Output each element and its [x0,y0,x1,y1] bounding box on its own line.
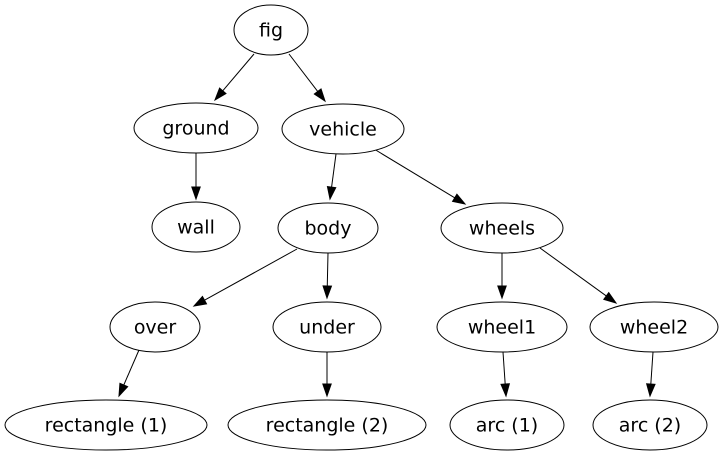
node-shape[interactable] [133,102,259,154]
node-shape[interactable] [4,399,208,451]
arrowhead-icon [322,383,332,398]
arrowhead-icon [118,382,129,398]
edge-line [288,53,319,92]
arrowhead-icon [497,285,507,300]
node-shape[interactable] [589,301,719,353]
node-label: body [305,218,352,240]
arrowhead-icon [313,88,326,103]
node-label: wheels [469,218,535,240]
edge-line [326,252,329,287]
node-shape[interactable] [277,202,379,254]
node-label: ground [162,118,229,140]
edge-vehicle-to-body [326,153,337,201]
node-shape[interactable] [281,103,405,155]
node-label: vehicle [309,119,377,141]
arrowhead-icon [603,291,618,304]
node-shape[interactable] [227,399,427,451]
node-arc2[interactable]: arc (2) [592,399,708,451]
edge-wheel1-to-arc1 [500,351,511,398]
node-wall[interactable]: wall [151,201,241,253]
node-shape[interactable] [449,399,565,451]
node-shape[interactable] [272,301,382,353]
edge-line [204,248,298,301]
arrowhead-icon [451,193,467,205]
node-shape[interactable] [440,202,564,254]
arrowhead-icon [214,87,227,102]
edge-fig-to-vehicle [288,53,326,103]
edge-fig-to-ground [214,53,255,102]
arrowhead-icon [322,285,333,300]
edge-body-to-under [322,252,333,300]
node-wheel1[interactable]: wheel1 [436,301,568,353]
node-rectangle1[interactable]: rectangle (1) [4,399,208,451]
arrowhead-icon [191,186,201,201]
edge-line [539,247,607,297]
node-shape[interactable] [151,201,241,253]
node-label: over [134,317,177,339]
node-rectangle2[interactable]: rectangle (2) [227,399,427,451]
node-shape[interactable] [436,301,568,353]
node-shape[interactable] [592,399,708,451]
node-label: rectangle (2) [266,415,389,437]
node-wheels[interactable]: wheels [440,202,564,254]
node-over[interactable]: over [109,301,201,353]
edge-line [650,351,654,385]
node-wheel2[interactable]: wheel2 [589,301,719,353]
edge-wheels-to-wheel2 [539,247,618,304]
node-label: arc (1) [476,415,538,437]
edge-body-to-over [192,248,298,307]
edge-ground-to-wall [191,153,201,201]
node-label: under [299,317,355,339]
arrowhead-icon [326,185,337,201]
edge-line [331,153,337,188]
node-shape[interactable] [233,4,309,56]
edge-under-to-rectangle2 [322,352,332,398]
edges-layer [118,53,656,398]
edge-wheels-to-wheel1 [497,253,507,300]
node-shape[interactable] [109,301,201,353]
node-label: fig [259,20,283,42]
edge-line [373,148,455,199]
edge-wheel2-to-arc2 [645,351,656,398]
node-fig[interactable]: fig [233,4,309,56]
node-label: wheel2 [620,317,688,339]
arrowhead-icon [500,383,511,398]
arrowhead-icon [192,295,208,307]
node-under[interactable]: under [272,301,382,353]
arrowhead-icon [645,383,656,398]
node-vehicle[interactable]: vehicle [281,103,405,155]
edge-line [502,351,506,385]
node-label: arc (2) [619,415,681,437]
edge-over-to-rectangle1 [118,349,140,398]
nodes-layer: fig ground vehicle wall body wheels over under w… [4,4,719,451]
node-ground[interactable]: ground [133,102,259,154]
node-label: wheel1 [468,317,536,339]
edge-line [222,53,255,92]
edge-vehicle-to-wheels [373,148,467,205]
node-body[interactable]: body [277,202,379,254]
node-label: wall [177,217,215,239]
edge-line [123,349,140,386]
node-label: rectangle (1) [45,415,168,437]
node-arc1[interactable]: arc (1) [449,399,565,451]
